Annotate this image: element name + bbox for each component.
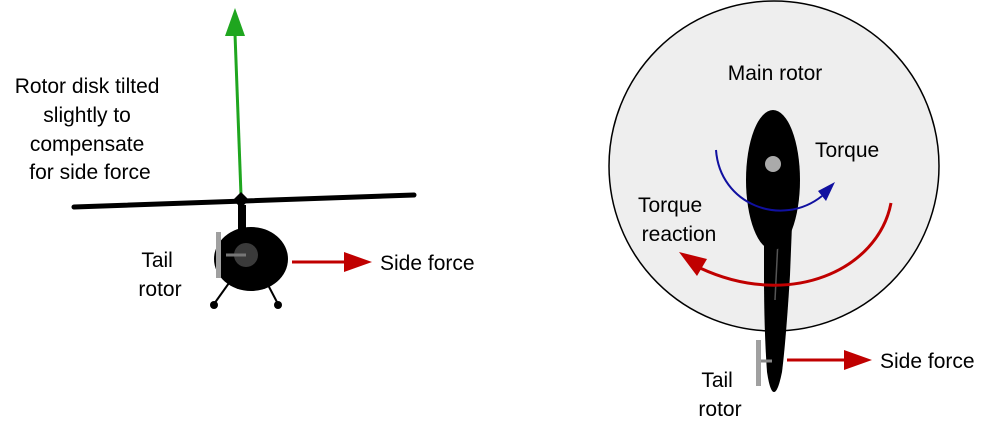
tail-rotor	[216, 232, 221, 278]
tilt-caption-line: for side force	[29, 161, 150, 184]
tilt-caption: Rotor disk tilted slightly to compensate…	[15, 75, 166, 184]
side-force-label-left: Side force	[380, 252, 475, 275]
main-rotor-hub	[765, 156, 781, 172]
tail-rotor-label-line: rotor	[698, 398, 741, 421]
torque-reaction-arrow	[679, 202, 893, 287]
tilt-caption-line: compensate	[30, 133, 144, 156]
tail-rotor-label-right: Tail rotor	[698, 369, 741, 421]
front-view: Rotor disk tilted slightly to compensate…	[15, 8, 475, 309]
tail-boom-highlight	[774, 239, 779, 301]
tail-rotor-label-left: Tail rotor	[138, 249, 181, 301]
tilt-caption-line: slightly to	[43, 104, 131, 127]
side-force-label-right: Side force	[880, 350, 975, 373]
landing-gear	[210, 282, 282, 309]
tail-rotor-label-line: rotor	[138, 278, 181, 301]
tilt-caption-line: Rotor disk tilted	[15, 75, 160, 98]
cabin	[746, 110, 800, 250]
rotor-hub	[233, 192, 249, 208]
tail-boom-top	[764, 225, 792, 392]
side-force-arrow-right	[787, 350, 872, 370]
rotor-mast	[238, 205, 246, 231]
torque-label: Torque	[815, 139, 879, 162]
torque-reaction-label-line: Torque	[638, 194, 702, 217]
main-rotor-label: Main rotor	[728, 62, 823, 85]
tail-rotor-label-line: Tail	[701, 369, 733, 392]
tail-rotor-top	[756, 340, 761, 386]
side-force-arrow-left	[292, 252, 372, 272]
lift-arrow	[225, 8, 245, 196]
top-view: Main rotor Torque Torque reaction Tail r…	[608, 0, 975, 421]
torque-arrow	[715, 149, 835, 212]
tail-rotor-label-line: Tail	[141, 249, 173, 272]
torque-reaction-label: Torque reaction	[638, 194, 716, 246]
torque-reaction-label-line: reaction	[642, 223, 717, 246]
